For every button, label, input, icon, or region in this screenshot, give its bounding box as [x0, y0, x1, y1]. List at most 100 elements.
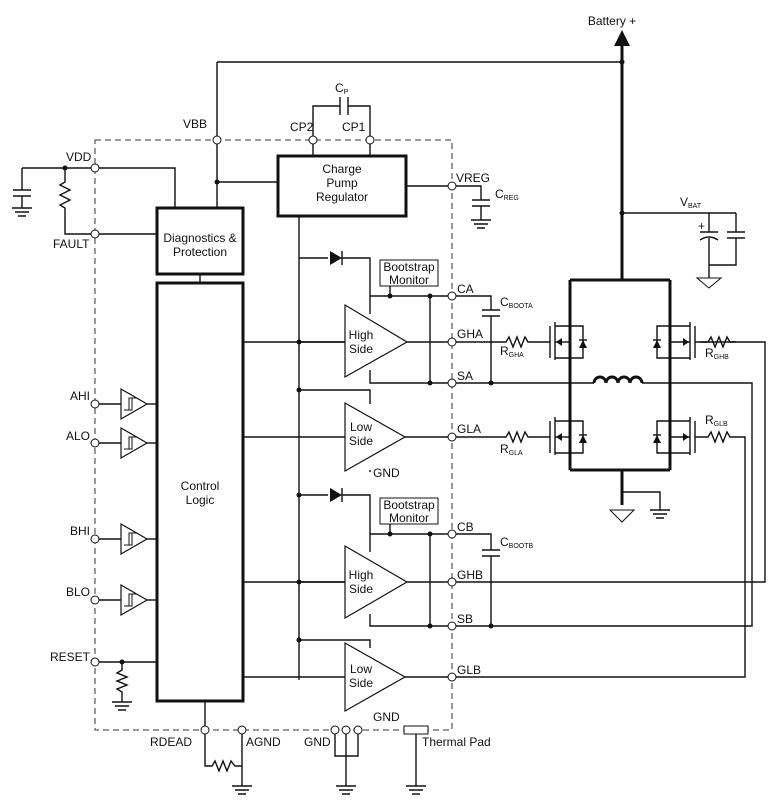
phase-a-internal: [243, 251, 452, 472]
bootstrap-monitor-a: [379, 259, 439, 287]
cp2-label: CP2: [290, 120, 314, 134]
thermal-pad: [403, 725, 429, 795]
high-side-driver-b: [344, 544, 409, 620]
vbb-label: VBB: [183, 117, 207, 131]
bootstrap-a-line1: Bootstrap: [383, 260, 435, 274]
diagnostics-block: [155, 206, 245, 276]
blo-pin: [90, 595, 100, 605]
glb-pin: [447, 672, 457, 682]
alo-buffer: [95, 426, 157, 460]
low-side-driver-b: [344, 641, 407, 713]
cp2-pin: [308, 135, 318, 145]
low-side-driver-a: [344, 401, 407, 473]
ghb-label: GHB: [457, 568, 483, 582]
gha-pin: [447, 337, 457, 347]
charge-pump-line1: Charge: [322, 162, 362, 176]
blo-buffer: [95, 583, 157, 617]
high-a-line1: High: [349, 328, 374, 342]
reset-label: RESET: [50, 650, 91, 664]
ca-pin: [447, 291, 457, 301]
gnd-a-label: GND: [373, 466, 400, 480]
mosfet-low-b: [653, 417, 736, 455]
rdead-net: [204, 701, 252, 795]
bootstrap-b-line2: Monitor: [389, 511, 429, 525]
blo-label: BLO: [66, 585, 90, 599]
high-b-line1: High: [349, 568, 374, 582]
vdd-label: VDD: [66, 150, 92, 164]
low-a-line2: Side: [349, 434, 373, 448]
agnd-pin: [237, 725, 247, 735]
control-logic-block: [155, 281, 245, 703]
ahi-label: AHI: [70, 389, 90, 403]
creg-label: CREG: [495, 187, 519, 202]
rgla-label: RGLA: [500, 442, 523, 457]
reset-net: [95, 659, 157, 711]
gla-label: GLA: [457, 422, 481, 436]
alo-label: ALO: [66, 429, 90, 443]
high-a-line2: Side: [349, 342, 373, 356]
battery-rail: [214, 30, 630, 280]
bootstrap-b-line1: Bootstrap: [383, 498, 435, 512]
phase-b-external: [456, 341, 766, 678]
sb-label: SB: [457, 612, 473, 626]
rdead-pin: [200, 725, 210, 735]
bootstrap-monitor-b: [379, 497, 439, 525]
high-b-line2: Side: [349, 582, 373, 596]
gnd-pin-3: [353, 725, 363, 735]
mosfet-high-a: [545, 300, 587, 364]
bhi-label: BHI: [70, 524, 90, 538]
vreg-label: VREG: [456, 171, 490, 185]
cp-capacitor: [312, 97, 371, 156]
cboota-label: CBOOTA: [500, 295, 533, 310]
gnd-pin-2: [341, 725, 351, 735]
input-buffers: [95, 387, 157, 617]
svg-text:+: +: [698, 219, 705, 233]
cb-label: CB: [457, 520, 474, 534]
ahi-pin: [90, 399, 100, 409]
low-b-line1: Low: [350, 662, 372, 676]
battery-label: Battery +: [588, 14, 636, 28]
gha-label: GHA: [457, 327, 483, 341]
gnd-pins: [334, 730, 359, 795]
charge-pump-line2: Pump: [326, 176, 358, 190]
low-b-line2: Side: [349, 676, 373, 690]
diagnostics-line1: Diagnostics &: [163, 231, 236, 245]
gnd-pin-label: GND: [304, 735, 331, 749]
rglb-label: RGLB: [705, 413, 728, 428]
reset-pin: [90, 657, 100, 667]
vbat-caps: +: [619, 210, 745, 289]
thermal-pad-label: Thermal Pad: [422, 735, 491, 749]
cp1-pin: [365, 135, 375, 145]
vdd-pin: [90, 163, 100, 173]
cp1-label: CP1: [342, 120, 366, 134]
bhi-pin: [90, 534, 100, 544]
ahi-buffer: [95, 387, 157, 421]
gla-pin: [447, 432, 457, 442]
control-logic-line2: Logic: [186, 493, 215, 507]
fault-label: FAULT: [53, 237, 90, 251]
rgha-label: RGHA: [500, 344, 524, 359]
vbb-pin: [212, 135, 222, 145]
phase-a-external: [456, 295, 570, 444]
sa-label: SA: [457, 369, 473, 383]
alo-pin: [90, 438, 100, 448]
gnd-pin-1: [330, 725, 340, 735]
charge-pump-block: [276, 154, 408, 218]
ca-label: CA: [457, 282, 474, 296]
bhi-buffer: [95, 522, 157, 556]
ghb-pin: [447, 577, 457, 587]
vdd-net: [12, 165, 176, 235]
gnd-b-label: GND: [373, 710, 400, 724]
cbootb-label: CBOOTB: [500, 535, 534, 550]
rghb-label: RGHB: [705, 346, 729, 361]
mosfet-low-a: [545, 417, 587, 455]
cp-label: CP: [335, 81, 349, 96]
phase-b-internal: [243, 488, 452, 678]
cb-pin: [447, 529, 457, 539]
control-logic-line1: Control: [181, 479, 220, 493]
sa-pin: [447, 378, 457, 388]
low-a-line1: Low: [350, 420, 372, 434]
mosfet-high-b: [653, 322, 736, 360]
